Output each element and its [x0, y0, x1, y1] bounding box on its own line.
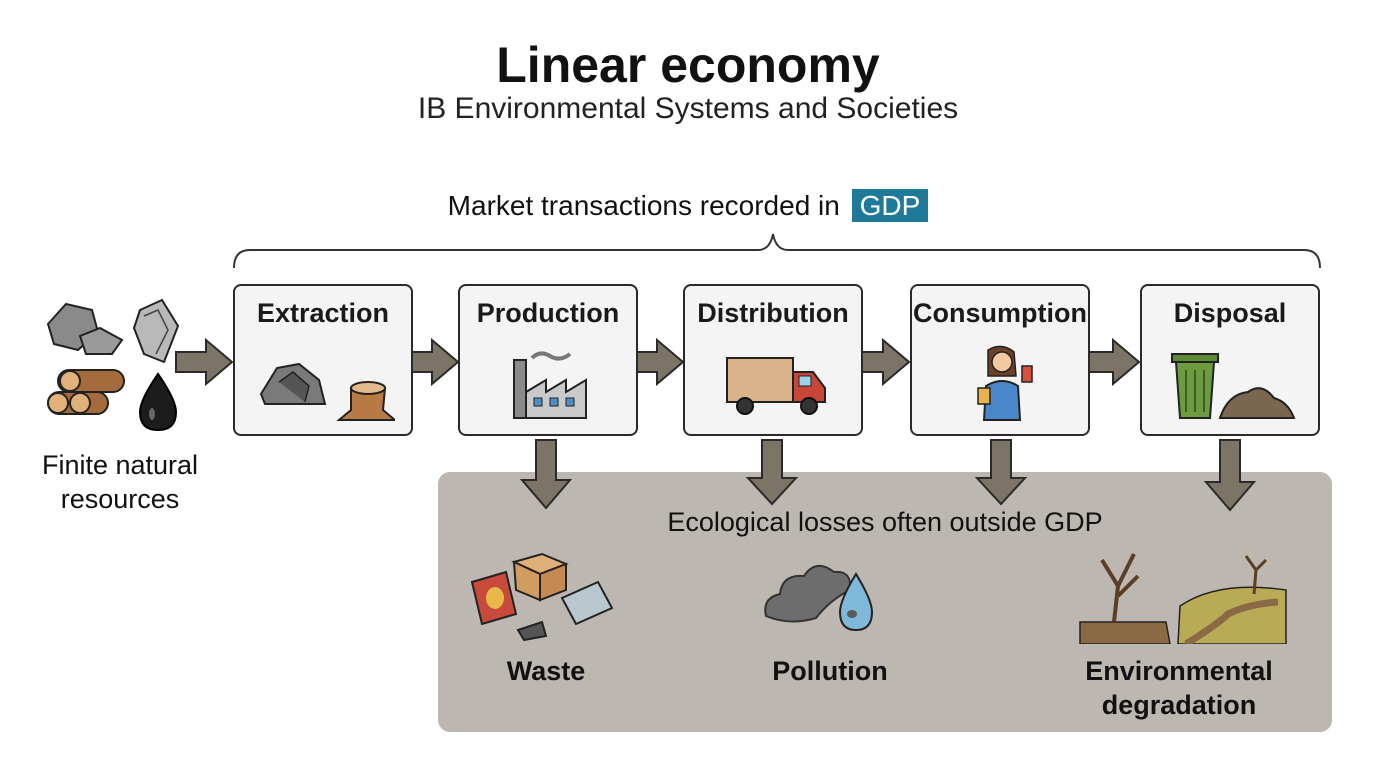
arrow-down-consumption [974, 439, 1028, 506]
stage-distribution: Distribution [683, 284, 863, 436]
arrow-down-disposal [1203, 439, 1257, 512]
loss-label-degradation-line2: degradation [1101, 690, 1257, 720]
stage-label: Production [476, 298, 620, 328]
stage-consumption: Consumption [910, 284, 1090, 436]
resources-icons [46, 298, 180, 432]
pollution-icon [764, 565, 874, 632]
stage-label: Extraction [256, 298, 390, 328]
losses-title: Ecological losses often outside GDP [667, 507, 1103, 537]
stage-production: Production [458, 284, 638, 436]
truck-icon [726, 357, 826, 415]
stage-label: Disposal [1173, 298, 1287, 328]
oil-drop-icon [138, 372, 178, 432]
gdp-highlight: GDP [851, 189, 929, 222]
mining-icon [259, 362, 395, 421]
degradation-icon [1079, 553, 1287, 644]
stage-extraction: Extraction [233, 284, 413, 436]
arrow-down-production [519, 439, 573, 510]
arrow-down-distribution [745, 439, 799, 506]
stage-label: Consumption [913, 298, 1087, 328]
gdp-caption-text: Market transactions recorded in [447, 190, 840, 221]
consumer-icon [977, 345, 1033, 421]
factory-icon [513, 351, 587, 419]
loss-label-degradation: Environmental degradation [1064, 654, 1294, 722]
logs-icon [47, 369, 125, 415]
waste-icon [470, 552, 614, 642]
stage-disposal: Disposal [1140, 284, 1320, 436]
page-subtitle: IB Environmental Systems and Societies [417, 92, 959, 125]
resources-label: Finite natural resources [20, 448, 220, 516]
resources-label-line1: Finite natural [41, 450, 199, 480]
resources-label-line2: resources [60, 484, 180, 514]
loss-label-waste: Waste [506, 656, 586, 686]
arrow-consumption-disposal [1082, 337, 1141, 387]
rock-icon [46, 302, 124, 355]
stage-label: Distribution [697, 298, 849, 328]
loss-label-degradation-line1: Environmental [1085, 656, 1273, 686]
page-title: Linear economy [496, 37, 880, 93]
gdp-brace [233, 233, 1321, 269]
crystal-icon [132, 298, 180, 364]
trash-bin-icon [1171, 353, 1296, 419]
arrow-resources-extraction [175, 337, 234, 387]
loss-label-pollution: Pollution [772, 656, 888, 686]
gdp-caption: Market transactions recorded in GDP [0, 189, 1376, 222]
